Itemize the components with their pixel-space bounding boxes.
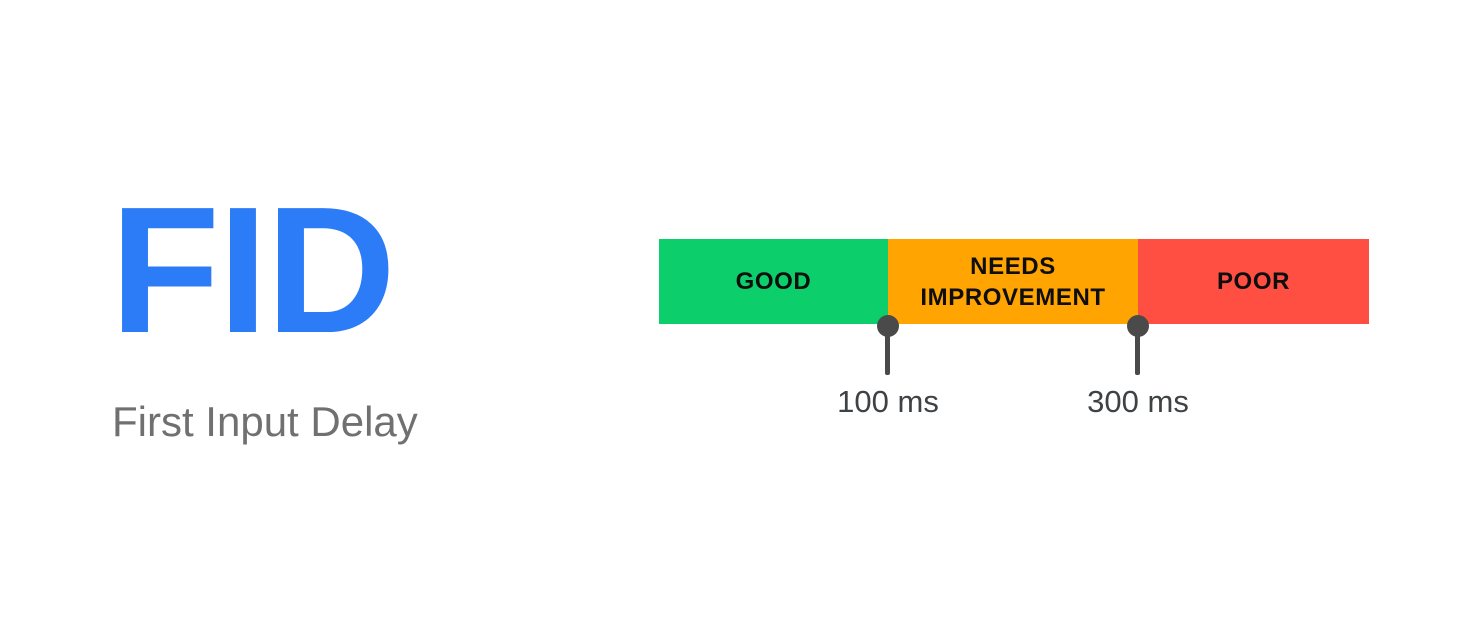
threshold-stem	[885, 326, 890, 375]
segment-poor: POOR	[1138, 239, 1369, 324]
threshold-stem	[1135, 326, 1140, 375]
threshold-label-100ms: 100 ms	[837, 384, 939, 419]
threshold-label-300ms: 300 ms	[1087, 384, 1189, 419]
threshold-scale-bar: GOOD NEEDS IMPROVEMENT POOR	[659, 239, 1369, 324]
segment-good: GOOD	[659, 239, 888, 324]
segment-needs-improvement: NEEDS IMPROVEMENT	[888, 239, 1138, 324]
threshold-dot	[877, 315, 899, 337]
threshold-dot	[1127, 315, 1149, 337]
metric-full-name: First Input Delay	[112, 398, 418, 445]
metric-abbreviation: FID	[110, 170, 396, 371]
